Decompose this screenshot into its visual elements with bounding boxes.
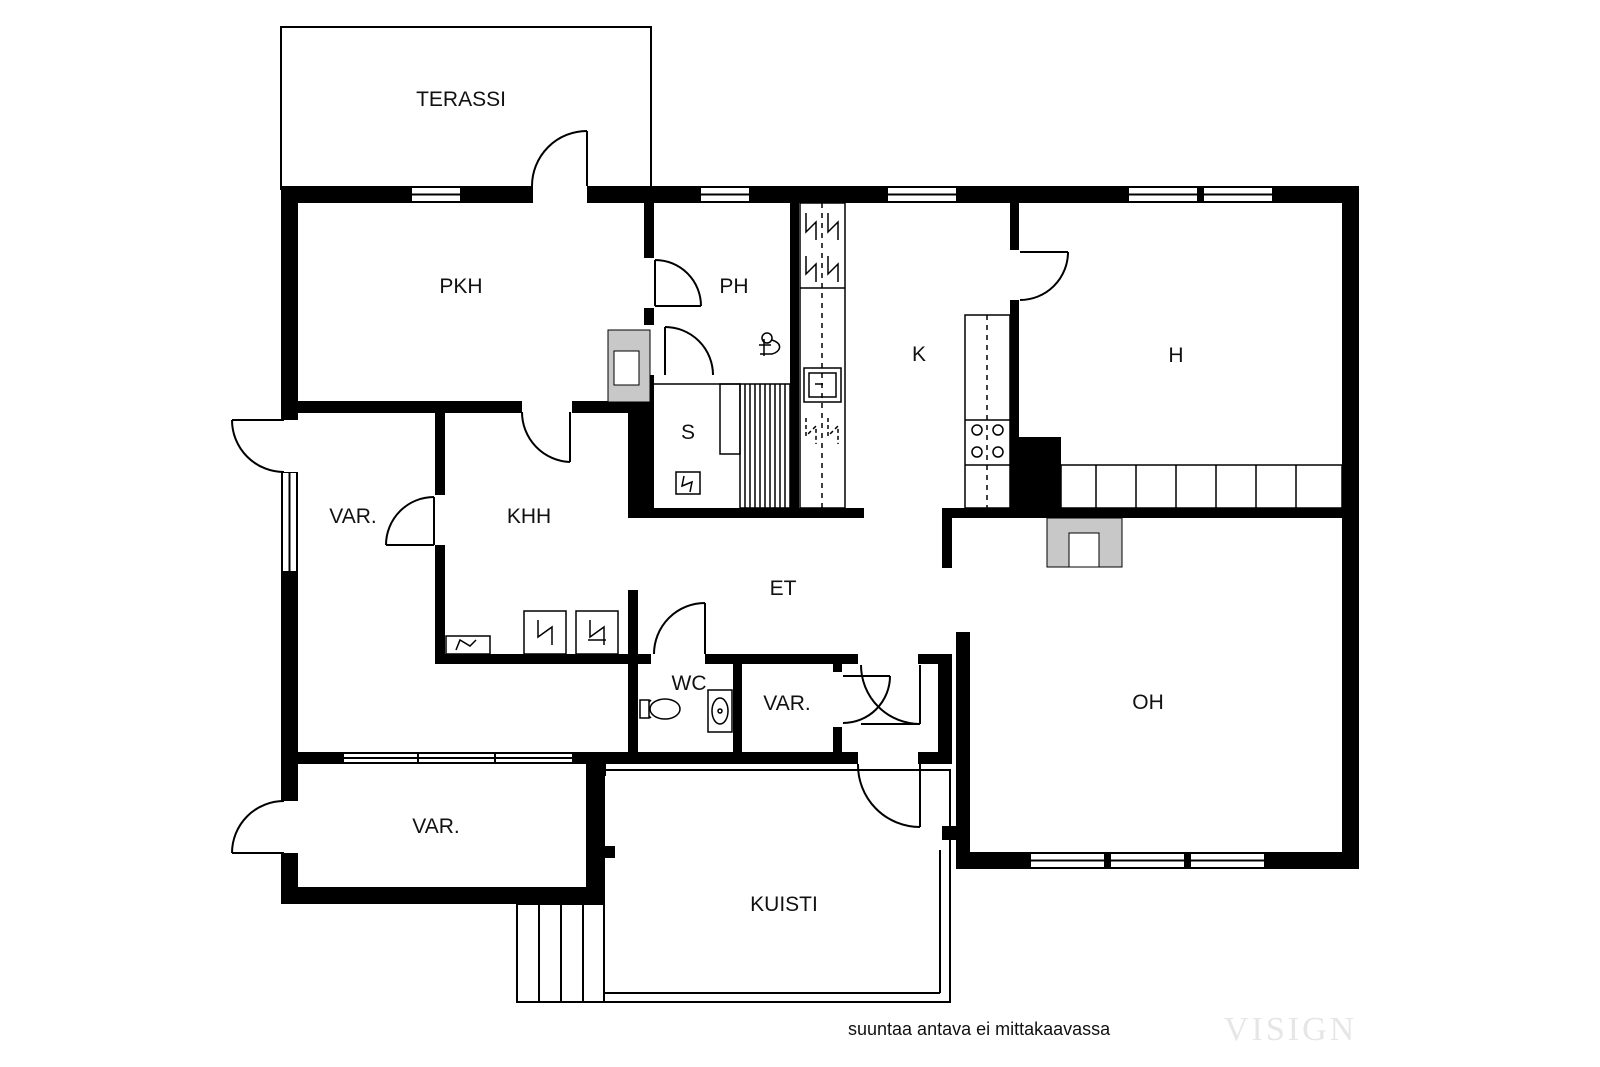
fireplace-pkh — [607, 329, 651, 403]
window-var-bottom — [342, 752, 574, 764]
door-swings — [231, 130, 1069, 854]
room-label-k: K — [911, 343, 927, 366]
room-label-var-bottom: VAR. — [412, 815, 460, 838]
room-label-pkh: PKH — [439, 275, 483, 298]
room-label-khh: KHH — [506, 505, 552, 528]
door-wc — [653, 602, 706, 655]
kitchen-counter-right — [964, 314, 1011, 509]
window-oh-bottom-2 — [1109, 852, 1186, 869]
door-left-upper — [231, 419, 285, 473]
window-oh-bottom-3 — [1189, 852, 1266, 869]
kitchen-counter-left — [799, 202, 846, 509]
wardrobe-h — [1060, 464, 1343, 509]
door-var-mid — [842, 675, 891, 724]
interior-walls — [298, 203, 1342, 887]
room-label-terassi: TERASSI — [416, 88, 506, 111]
watermark-logo: VISIGN — [1224, 1011, 1358, 1048]
entry-steps — [516, 903, 605, 1003]
door-khh-top — [520, 411, 571, 463]
scale-disclaimer: suuntaa antava ei mittakaavassa — [848, 1019, 1111, 1039]
room-label-et: ET — [769, 577, 797, 600]
utility-appliances — [445, 610, 619, 655]
door-ph — [654, 259, 702, 307]
room-label-wc: WC — [671, 672, 707, 695]
room-label-s: S — [680, 421, 696, 444]
window-k-top — [886, 186, 958, 203]
window-h-top-1 — [1127, 186, 1199, 203]
door-sauna — [664, 326, 714, 376]
room-label-h: H — [1168, 344, 1184, 367]
door-openings — [279, 185, 1020, 853]
windows — [281, 186, 1274, 869]
sauna-stove — [675, 471, 701, 495]
door-kuisti — [856, 763, 921, 828]
terrace-outline — [280, 26, 652, 190]
room-label-oh: OH — [1132, 691, 1164, 714]
window-ph-top — [699, 186, 751, 203]
room-label-var-mid: VAR. — [763, 692, 811, 715]
room-label-kuisti: KUISTI — [750, 893, 818, 916]
room-label-var-left: VAR. — [329, 505, 377, 528]
door-left-lower — [231, 800, 285, 854]
fireplace-oh — [1046, 517, 1123, 568]
door-var-left — [385, 496, 435, 546]
wc-fixtures — [639, 689, 733, 733]
shower-icon — [759, 332, 781, 356]
door-terrace — [531, 130, 588, 187]
door-h — [1019, 251, 1069, 301]
window-var-left — [281, 471, 298, 573]
sauna-bench — [654, 383, 791, 509]
window-oh-bottom-1 — [1029, 852, 1106, 869]
window-pkh-top — [410, 186, 462, 203]
porch-outline — [603, 769, 951, 1003]
door-hall-closet — [860, 664, 921, 725]
room-label-ph: PH — [719, 275, 749, 298]
window-h-top-2 — [1202, 186, 1274, 203]
